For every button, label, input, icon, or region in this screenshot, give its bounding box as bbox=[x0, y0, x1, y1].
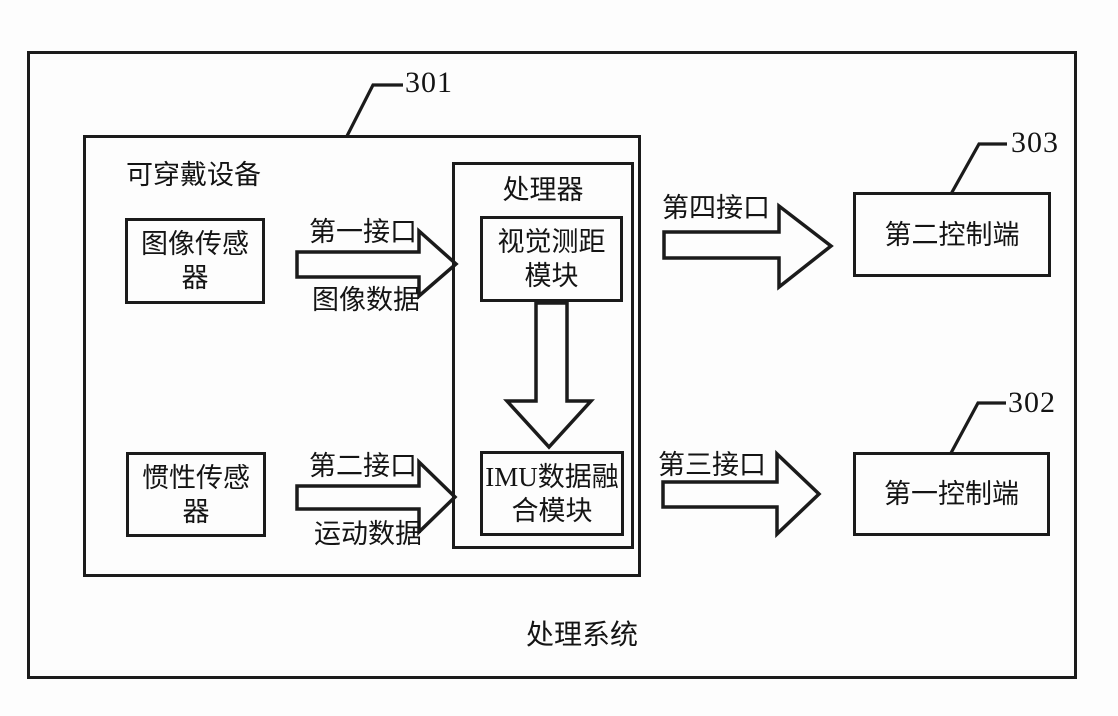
image-data-label: 图像数据 bbox=[312, 285, 420, 315]
imu-fusion-module-label-line2: 合模块 bbox=[511, 495, 593, 526]
fourth-interface-arrow-icon bbox=[662, 202, 834, 291]
fourth-interface-label: 第四接口 bbox=[662, 193, 770, 223]
system-boundary-box bbox=[27, 51, 1077, 679]
visual-ranging-module-label-line2: 模块 bbox=[524, 261, 579, 291]
imu-fusion-module-box: IMU数据融 合模块 bbox=[480, 451, 624, 536]
second-interface-arrow-icon bbox=[295, 457, 458, 537]
ref-303: 303 bbox=[1011, 126, 1059, 159]
processor-label: 处理器 bbox=[502, 175, 584, 205]
image-sensor-label-line1: 图像传感 bbox=[141, 229, 249, 259]
second-controller-box: 第二控制端 bbox=[853, 192, 1051, 277]
first-interface-label: 第一接口 bbox=[309, 217, 417, 247]
image-sensor-box: 图像传感 器 bbox=[125, 218, 265, 304]
third-interface-label: 第三接口 bbox=[658, 450, 766, 480]
first-controller-box: 第一控制端 bbox=[853, 452, 1050, 536]
motion-data-label: 运动数据 bbox=[314, 519, 422, 549]
inertial-sensor-label-line1: 惯性传感 bbox=[142, 462, 250, 493]
inertial-sensor-box: 惯性传感 器 bbox=[126, 452, 266, 537]
ref-303-leader-line bbox=[949, 142, 1007, 195]
visual-ranging-module-label-line1: 视觉测距 bbox=[497, 227, 606, 257]
first-controller-label: 第一控制端 bbox=[884, 479, 1019, 509]
second-interface-label: 第二接口 bbox=[309, 451, 417, 481]
module-down-arrow-icon bbox=[503, 301, 595, 450]
ref-301-leader-line bbox=[345, 83, 403, 137]
visual-ranging-module-box: 视觉测距 模块 bbox=[480, 216, 623, 302]
ref-302-leader-line bbox=[949, 401, 1006, 454]
wearable-device-box bbox=[83, 135, 641, 577]
second-controller-label: 第二控制端 bbox=[884, 219, 1020, 250]
system-caption: 处理系统 bbox=[526, 620, 639, 651]
ref-302: 302 bbox=[1008, 386, 1056, 419]
first-interface-arrow-icon bbox=[295, 227, 459, 300]
processor-box bbox=[452, 162, 634, 549]
third-interface-arrow-icon bbox=[661, 449, 822, 539]
inertial-sensor-label-line2: 器 bbox=[182, 496, 210, 527]
imu-fusion-module-label-line1: IMU数据融 bbox=[485, 461, 619, 492]
wearable-device-label: 可穿戴设备 bbox=[126, 160, 261, 190]
image-sensor-label-line2: 器 bbox=[181, 263, 209, 293]
ref-301: 301 bbox=[405, 66, 453, 99]
